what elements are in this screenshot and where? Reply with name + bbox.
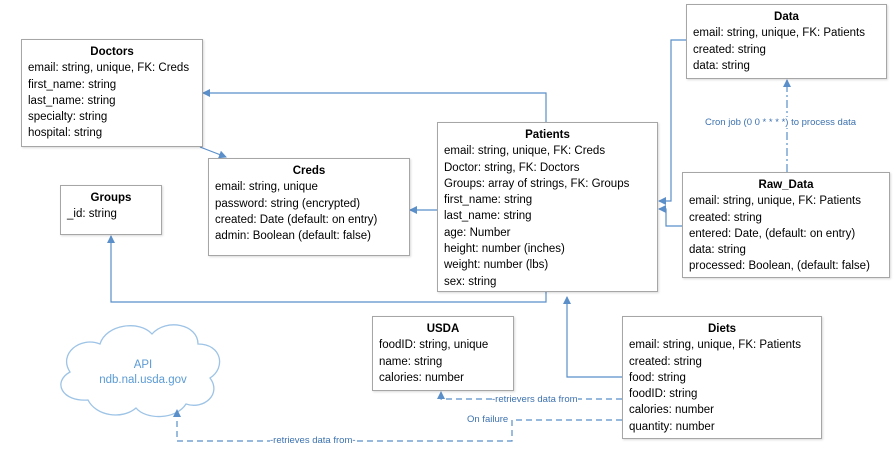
cron-job-label: Cron job (0 0 * * * *) to process data	[705, 117, 857, 128]
data-entity: Data email: string, unique, FK: Patients…	[686, 4, 887, 79]
data-field: email: string, unique, FK: Patients	[693, 27, 865, 40]
diets-field: food: string	[629, 371, 686, 384]
api-url: ndb.nal.usda.gov	[99, 374, 187, 386]
diets-field: quantity: number	[629, 420, 715, 433]
usda-entity: USDA foodID: string, unique name: string…	[372, 316, 514, 391]
groups-field: _id: string	[67, 208, 117, 221]
usda-field: name: string	[379, 355, 443, 368]
doctors-field: hospital: string	[28, 127, 103, 140]
retrievers-label: -retrievers data from	[492, 394, 578, 405]
usda-field: foodID: string, unique	[379, 339, 489, 352]
creds-field: admin: Boolean (default: false)	[215, 230, 371, 243]
rawdata-to-patients-connector	[658, 205, 682, 227]
doctors-field: specialty: string	[28, 111, 108, 124]
patients-field: height: number (inches)	[444, 243, 565, 256]
raw-data-field: entered: Date, (default: on entry)	[689, 227, 856, 240]
diets-to-patients-connector	[563, 296, 622, 378]
raw-data-field: email: string, unique, FK: Patients	[689, 195, 861, 208]
creds-field: created: Date (default: on entry)	[215, 213, 378, 226]
usda-field: calories: number	[379, 371, 465, 384]
groups-title: Groups	[90, 192, 132, 204]
doctors-field: email: string, unique, FK: Creds	[28, 62, 190, 75]
diets-field: calories: number	[629, 404, 715, 417]
patients-field: Doctor: string, FK: Doctors	[444, 161, 580, 174]
patients-to-groups-connector	[107, 235, 547, 303]
raw-data-field: data: string	[689, 244, 746, 257]
doctors-field: first_name: string	[28, 78, 117, 91]
on-failure-label: On failure	[467, 414, 509, 425]
creds-field: email: string, unique	[215, 181, 318, 194]
patients-field: sex: string	[444, 275, 497, 288]
creds-title: Creds	[292, 165, 326, 177]
raw-data-field: created: string	[689, 211, 762, 224]
patients-field: weight: number (lbs)	[444, 259, 549, 272]
patients-to-doctors-connector	[202, 89, 547, 122]
data-field: created: string	[693, 43, 766, 56]
diets-field: email: string, unique, FK: Patients	[629, 339, 801, 352]
diets-title: Diets	[707, 323, 737, 335]
diets-field: foodID: string	[629, 388, 698, 401]
api-cloud: API ndb.nal.usda.gov	[78, 358, 208, 388]
raw-data-title: Raw_Data	[758, 179, 814, 191]
api-label: API	[133, 359, 153, 371]
diets-to-api-connector	[173, 409, 622, 442]
usda-title: USDA	[426, 323, 460, 335]
groups-entity: Groups _id: string	[60, 185, 162, 235]
patients-field: age: Number	[444, 226, 511, 239]
diets-field: created: string	[629, 355, 702, 368]
doctors-to-creds-connector	[199, 146, 227, 159]
raw-data-field: processed: Boolean, (default: false)	[689, 260, 870, 273]
patients-field: last_name: string	[444, 210, 532, 223]
diets-entity: Diets email: string, unique, FK: Patient…	[622, 316, 822, 439]
data-title: Data	[774, 11, 799, 23]
patients-title: Patients	[525, 129, 570, 141]
doctors-entity: Doctors email: string, unique, FK: Creds…	[21, 39, 203, 147]
raw-data-entity: Raw_Data email: string, unique, FK: Pati…	[682, 172, 890, 278]
retrieves-label: -retrieves data from-	[270, 435, 356, 446]
doctors-title: Doctors	[90, 46, 134, 58]
patients-field: first_name: string	[444, 194, 533, 207]
data-field: data: string	[693, 59, 750, 72]
creds-entity: Creds email: string, unique password: st…	[208, 158, 410, 256]
patients-entity: Patients email: string, unique, FK: Cred…	[437, 122, 658, 292]
patients-field: Groups: array of strings, FK: Groups	[444, 177, 630, 190]
data-to-patients-connector	[658, 39, 686, 205]
api-cloud-shape	[60, 324, 221, 418]
creds-field: password: string (encrypted)	[215, 197, 361, 210]
patients-field: email: string, unique, FK: Creds	[444, 145, 606, 158]
doctors-field: last_name: string	[28, 94, 116, 107]
